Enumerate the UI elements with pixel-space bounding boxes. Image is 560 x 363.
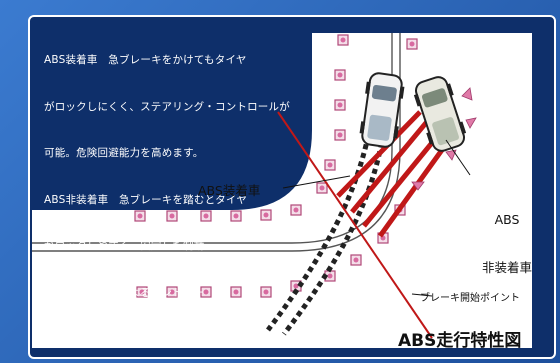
description-text: ABS装着車 急ブレーキをかけてもタイヤ がロックしにくく、ステアリング・コント… — [44, 22, 290, 363]
pylon-marker-dot — [337, 72, 343, 78]
triangle-marker — [445, 149, 457, 161]
pylon-marker-dot — [319, 185, 325, 191]
pylon-marker-dot — [293, 207, 299, 213]
pylon-marker-dot — [327, 162, 333, 168]
leader-line — [445, 139, 471, 176]
brake-point-label: ブレーキ開始ポイント — [420, 293, 520, 304]
triangle-marker — [411, 181, 425, 191]
caption-line: ルが困難になります。 — [44, 333, 150, 345]
pylon-marker-dot — [293, 283, 299, 289]
triangle-marker — [465, 117, 477, 129]
pylon-markers — [134, 34, 418, 298]
leader-line — [282, 175, 351, 189]
pylon-marker-dot — [263, 289, 269, 295]
pylon-marker-dot — [137, 213, 143, 219]
non-abs-label-line: ABS — [494, 212, 520, 227]
abs-car-path — [282, 124, 388, 336]
caption-line: がロックしやすく、安定した制動 — [44, 240, 205, 252]
caption-line: がロックしにくく、ステアリング・コントロールが — [44, 100, 290, 113]
pylon-marker-dot — [233, 213, 239, 219]
triangle-marker — [461, 87, 473, 101]
pylon-marker-dot — [337, 102, 343, 108]
pylon-marker-dot — [169, 213, 175, 219]
pylon-marker-dot — [139, 289, 145, 295]
skid-mark — [350, 116, 432, 214]
pylon-marker-dot — [263, 212, 269, 218]
diagram-title: ABS走行特性図 — [398, 331, 522, 351]
abs-car — [359, 72, 405, 148]
caption-line: とステアリングによるコントロー — [44, 286, 205, 299]
caption-line: 可能。危険回避能力を高めます。 — [44, 147, 204, 159]
pylon-marker-dot — [340, 37, 346, 43]
pylon-marker-dot — [327, 273, 333, 279]
road-area — [32, 33, 532, 348]
caption-line: ABS装着車 急ブレーキをかけてもタイヤ — [44, 54, 247, 66]
skid-mark — [336, 110, 422, 198]
leader-line — [411, 293, 433, 297]
non-abs-label-line: 非装着車 — [482, 260, 533, 275]
pylon-marker-dot — [169, 289, 175, 295]
brake-start-line — [277, 111, 433, 339]
pylon-marker-dot — [353, 257, 359, 263]
pylon-marker-dot — [203, 213, 209, 219]
pylon-marker-dot — [337, 132, 343, 138]
lane-line — [32, 33, 401, 252]
pylon-marker-dot — [409, 41, 415, 47]
pylon-marker-dot — [233, 289, 239, 295]
non-abs-car — [413, 76, 467, 152]
abs-car-label: ABS装着車 — [198, 183, 261, 198]
caption-line: ABS非装着車 急ブレーキを踏むとタイヤ — [44, 193, 248, 206]
pylon-marker-dot — [203, 289, 209, 295]
non-abs-car-label: ABS 非装着車 — [482, 182, 532, 291]
